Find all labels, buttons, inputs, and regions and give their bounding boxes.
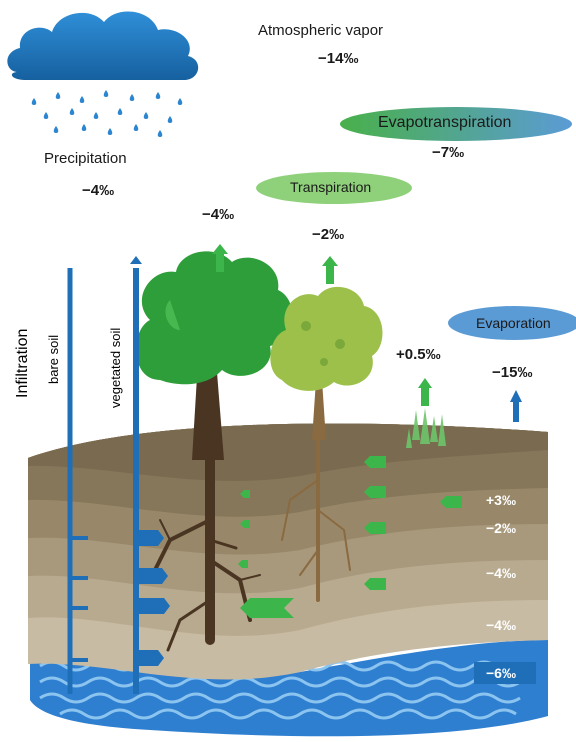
raindrop-icon xyxy=(103,90,109,97)
evapotranspiration-pill xyxy=(340,107,572,141)
bare-evaporation-value: −15‰ xyxy=(492,364,533,381)
evapotranspiration-label: Evapotranspiration xyxy=(378,114,512,131)
raindrop-icon xyxy=(167,116,173,123)
soil-layer-1-value: +3‰ xyxy=(486,492,516,508)
soil-layer-2-value: −2‰ xyxy=(486,520,516,536)
atmospheric-vapor-label: Atmospheric vapor xyxy=(258,22,384,39)
soil-layer-3-value: −4‰ xyxy=(486,565,516,581)
vegetated-soil-label: vegetated soil xyxy=(108,327,123,408)
groundwater-value-box xyxy=(474,662,536,684)
groundwater xyxy=(30,640,548,737)
raindrop-icon xyxy=(31,98,37,105)
evaporation-pill xyxy=(448,306,576,340)
raindrop-icon xyxy=(129,94,135,101)
arrow-up-icon xyxy=(510,390,522,422)
raindrop-icon xyxy=(177,98,183,105)
raindrop-icon xyxy=(55,92,61,99)
atmospheric-vapor-value: −14‰ xyxy=(318,50,359,67)
soil-layer-4-value: −4‰ xyxy=(486,617,516,633)
tree-small-value: −2‰ xyxy=(312,226,345,243)
soil-layers xyxy=(28,423,548,680)
infiltration-pipes xyxy=(67,268,139,694)
raindrops xyxy=(31,90,183,137)
infiltration-arrows xyxy=(130,256,170,666)
infiltration-label: Infiltration xyxy=(14,328,31,398)
tree-big-value: −4‰ xyxy=(202,206,235,223)
raindrop-icon xyxy=(133,124,139,131)
raindrop-icon xyxy=(143,112,149,119)
evapotranspiration-value: −7‰ xyxy=(432,144,465,161)
bare-soil-label: bare soil xyxy=(46,334,61,384)
raindrop-icon xyxy=(81,124,87,131)
arrow-up-icon xyxy=(212,244,432,406)
evaporation-label: Evaporation xyxy=(476,315,551,331)
transpiration-pill xyxy=(256,172,412,204)
tree-icon xyxy=(270,286,383,440)
cloud-icon xyxy=(7,11,199,81)
transpiration-label: Transpiration xyxy=(290,179,372,195)
raindrop-icon xyxy=(43,112,49,119)
groundwater-value: −6‰ xyxy=(486,665,516,681)
raindrop-icon xyxy=(117,108,123,115)
raindrop-icon xyxy=(107,128,113,135)
raindrop-icon xyxy=(79,96,85,103)
raindrop-icon xyxy=(69,108,75,115)
arrow-left-icon xyxy=(238,456,462,618)
precipitation-value: −4‰ xyxy=(82,182,115,199)
raindrop-icon xyxy=(93,112,99,119)
tree-roots-small xyxy=(281,438,351,602)
precipitation-label: Precipitation xyxy=(44,150,127,167)
raindrop-icon xyxy=(53,126,59,133)
grass-evaporation-value: +0.5‰ xyxy=(396,346,441,363)
grass-icon xyxy=(406,408,446,448)
raindrop-icon xyxy=(157,130,163,137)
raindrop-icon xyxy=(155,92,161,99)
tree-icon xyxy=(136,251,293,460)
